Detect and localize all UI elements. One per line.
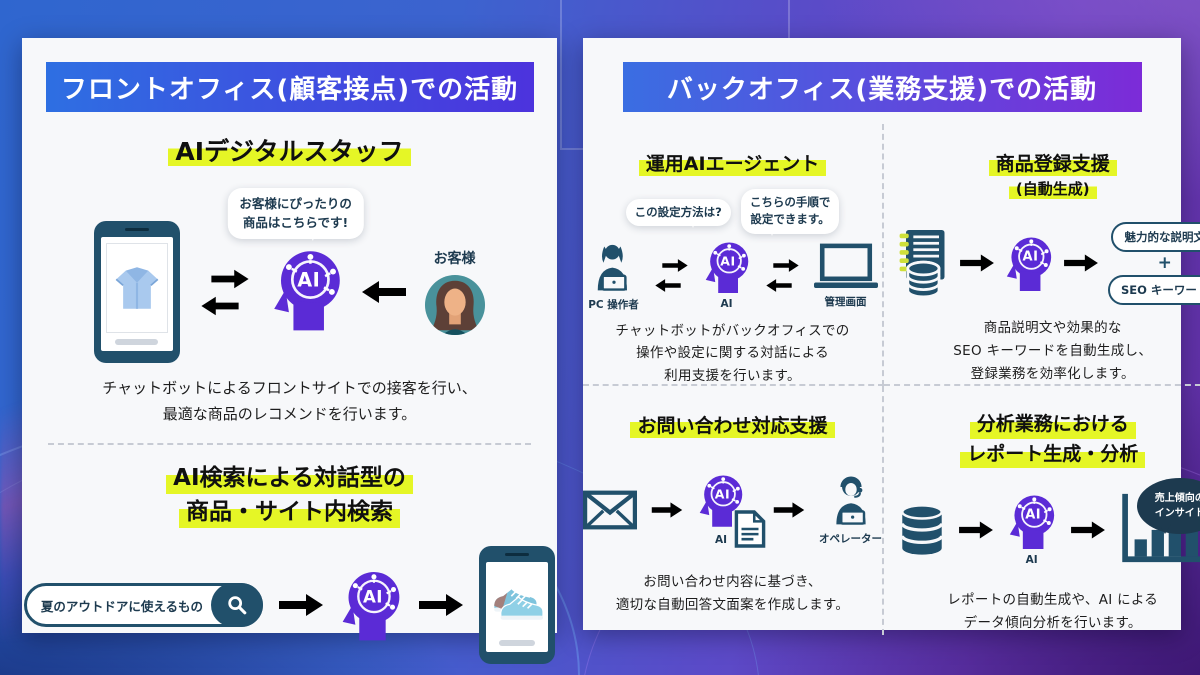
ai-search-title: AI検索による対話型の 商品・サイト内検索	[22, 461, 557, 529]
smartphone-result-icon	[479, 546, 556, 665]
ai-digital-staff-description: チャットボットによるフロントサイトでの接客を行い、 最適な商品のレコメンドを行い…	[102, 379, 477, 423]
arrow-right-icon	[958, 521, 993, 539]
arrow-right-icon	[773, 502, 805, 518]
front-office-header: フロントオフィス(顧客接点)での活動	[45, 62, 534, 112]
bidirectional-arrows-icon	[194, 268, 256, 317]
bidirectional-arrows-icon	[761, 258, 804, 293]
sneaker-result	[491, 568, 544, 635]
arrow-right-icon	[1070, 521, 1105, 539]
arrow-right-icon	[419, 594, 464, 617]
arrow-right-icon	[651, 502, 683, 518]
sweater-icon	[115, 267, 158, 309]
arrow-right-icon	[1064, 254, 1098, 272]
back-office-header: バックオフィス(業務支援)での活動	[622, 62, 1142, 112]
analysis-title: 分析業務における レポート生成・分析	[960, 410, 1146, 469]
ai-agent-title: 運用AIエージェント	[638, 148, 827, 177]
admin-screen-group: 管理画面	[813, 243, 878, 309]
inquiry-support-quadrant: お問い合わせ対応支援 AI	[583, 386, 884, 635]
product-data-icon	[899, 230, 945, 299]
section-divider	[48, 443, 531, 445]
search-query-text: 夏のアウトドアに使えるもの	[40, 598, 204, 614]
ai-agent-quadrant: 運用AIエージェント この設定方法は? こちらの手順で 設定できます。	[583, 124, 884, 386]
customer-group: お客様	[424, 248, 486, 336]
agent-diagram: PC 操作者 AI AI	[588, 240, 878, 312]
front-office-panel: フロントオフィス(顧客接点)での活動 AIデジタルスタッフ	[22, 38, 557, 665]
phone-speaker	[505, 553, 530, 557]
search-bar: 夏のアウトドアに使えるもの	[23, 583, 264, 628]
description-pill: 魅力的な説明文	[1111, 222, 1200, 252]
ai-draft-group: AI AI	[697, 474, 766, 548]
database-icon	[900, 504, 944, 555]
front-office-header-label: フロントオフィス(顧客接点)での活動	[60, 74, 519, 105]
pc-operator-group: PC 操作者	[588, 240, 640, 312]
ai-brain-icon: AI	[697, 474, 745, 527]
product-registration-title: 商品登録支援 (自動生成)	[988, 148, 1117, 200]
product-card	[105, 243, 168, 333]
ai-brain-icon: AI	[270, 249, 344, 331]
back-office-header-label: バックオフィス(業務支援)での活動	[666, 74, 1098, 105]
inquiry-support-description: お問い合わせ内容に基づき、 適切な自動回答文面案を作成します。	[615, 574, 850, 613]
seo-keyword-pill: SEO キーワード	[1108, 274, 1200, 305]
generated-output-group: 魅力的な説明文 + SEO キーワード	[1108, 222, 1200, 305]
arrow-left-icon	[361, 281, 406, 303]
phone-screen	[100, 237, 173, 351]
ai-group: AI AI	[1007, 494, 1057, 566]
ai-answer-bubble: こちらの手順で 設定できます。	[740, 189, 840, 235]
search-icon	[211, 583, 264, 628]
plus-sign: +	[1157, 253, 1172, 273]
ai-brain-icon: AI	[703, 241, 751, 294]
bidirectional-arrows-icon	[650, 258, 693, 293]
back-office-grid: 運用AIエージェント この設定方法は? こちらの手順で 設定できます。	[583, 124, 1200, 635]
operator-icon	[835, 476, 866, 525]
ai-brain-icon: AI	[1004, 236, 1054, 291]
ai-recommend-bubble: お客様にぴったりの 商品はこちらです!	[227, 187, 364, 241]
sneakers-icon	[494, 588, 544, 621]
product-registration-description: 商品説明文や効果的な SEO キーワードを自動生成し、 登録業務を効率化します。	[953, 319, 1153, 382]
ai-brain-icon: AI	[1007, 494, 1057, 550]
user-question-bubble: この設定方法は?	[625, 199, 731, 229]
ai-agent-description: チャットボットがバックオフィスでの 操作や設定に関する対話による 利用支援を行い…	[615, 322, 850, 385]
phone-screen	[486, 562, 549, 653]
document-icon	[734, 510, 766, 548]
analysis-description: レポートの自動生成や、AI による データ傾向分析を行います。	[947, 592, 1159, 632]
laptop-icon	[813, 243, 878, 288]
operator-group: オペレーター	[819, 474, 882, 546]
ai-digital-staff-title: AIデジタルスタッフ	[22, 132, 557, 168]
ai-search-diagram: 夏のアウトドアに使えるもの AI	[22, 545, 557, 665]
inquiry-diagram: AI AI	[583, 465, 882, 555]
pc-operator-icon	[597, 244, 627, 291]
phone-text-line	[114, 339, 159, 345]
customer-avatar	[424, 274, 485, 336]
ai-group: AI AI	[703, 241, 751, 310]
ai-brain-icon: AI	[339, 570, 403, 641]
smartphone-shop-icon	[93, 221, 180, 363]
report-chart-group: 売上傾向の インサイト	[1119, 478, 1200, 568]
envelope-icon	[583, 490, 637, 530]
back-office-panel: バックオフィス(業務支援)での活動 運用AIエージェント この設定方法は? こち…	[583, 38, 1200, 635]
arrow-right-icon	[960, 254, 994, 272]
ai-brain-group: お客様にぴったりの 商品はこちらです! AI	[227, 187, 364, 334]
registration-diagram: AI 魅力的な説明文 + SEO キーワード	[884, 222, 1200, 305]
insight-bubble: 売上傾向の インサイト	[1136, 478, 1200, 535]
inquiry-support-title: お問い合わせ対応支援	[630, 410, 835, 439]
phone-text-line	[498, 640, 536, 647]
analysis-quadrant: 分析業務における レポート生成・分析 AI	[884, 386, 1200, 635]
phone-speaker	[124, 228, 149, 231]
customer-label: お客様	[433, 251, 476, 267]
ai-digital-staff-diagram: お客様にぴったりの 商品はこちらです! AI お客様	[22, 187, 557, 363]
analysis-diagram: AI AI 売上傾向の	[899, 478, 1200, 573]
arrow-right-icon	[279, 594, 324, 617]
product-registration-quadrant: 商品登録支援 (自動生成)	[884, 124, 1200, 386]
agent-bubbles: この設定方法は? こちらの手順で 設定できます。	[625, 189, 840, 235]
